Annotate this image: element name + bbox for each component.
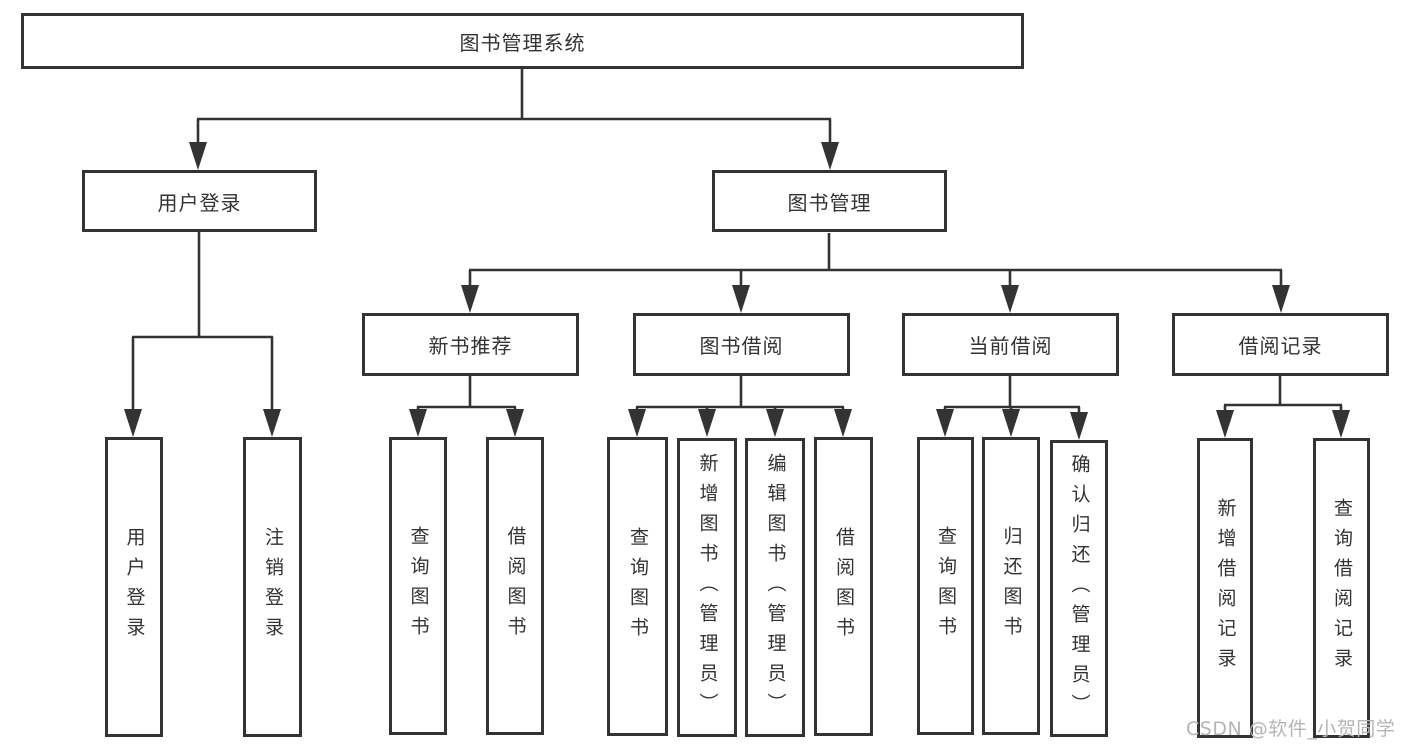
- leaf-query-borrow-record: 查询借阅记录: [1313, 438, 1370, 738]
- arrowhead-icon: [409, 409, 427, 437]
- arrowhead-icon: [506, 409, 524, 437]
- arrowhead-icon: [698, 409, 716, 437]
- leaf-return-book: 归还图书: [982, 437, 1040, 735]
- arrowhead-icon: [124, 409, 142, 437]
- leaf-add-borrow-record-label: 新增借阅记录: [1214, 498, 1237, 678]
- leaf-logout-label: 注销登录: [262, 527, 284, 647]
- node-current-borrow: 当前借阅: [902, 313, 1119, 376]
- node-borrow-records-label: 借阅记录: [1238, 334, 1323, 358]
- arrowhead-icon: [189, 142, 207, 170]
- node-user-login: 用户登录: [82, 170, 317, 232]
- arrowhead-icon: [1216, 410, 1234, 438]
- arrowhead-icon: [732, 285, 750, 313]
- arrowhead-icon: [1332, 410, 1350, 438]
- leaf-borrow-books-recommend: 借阅图书: [486, 437, 544, 735]
- arrowhead-icon: [821, 142, 839, 170]
- leaf-edit-book-admin-label: 编辑图书（管理员）: [764, 452, 787, 723]
- node-book-management-label: 图书管理: [787, 190, 872, 215]
- arrowhead-icon: [628, 409, 646, 437]
- node-book-management: 图书管理: [712, 170, 947, 232]
- arrowhead-icon: [1272, 285, 1290, 313]
- leaf-borrow-books-recommend-label: 借阅图书: [504, 526, 527, 646]
- node-root: 图书管理系统: [21, 13, 1024, 69]
- node-user-login-label: 用户登录: [157, 190, 242, 215]
- node-book-borrow-label: 图书借阅: [699, 334, 784, 358]
- arrowhead-icon: [1002, 409, 1020, 437]
- arrowhead-icon: [1070, 412, 1088, 440]
- leaf-query-books-current: 查询图书: [917, 437, 974, 735]
- arrowhead-icon: [834, 409, 852, 437]
- node-root-label: 图书管理系统: [459, 30, 586, 55]
- leaf-borrow-books-borrow-label: 借阅图书: [833, 526, 855, 647]
- node-current-borrow-label: 当前借阅: [968, 334, 1053, 358]
- leaf-logout: 注销登录: [243, 437, 302, 737]
- leaf-query-books-current-label: 查询图书: [935, 526, 957, 646]
- arrowhead-icon: [461, 285, 479, 313]
- leaf-add-book-admin: 新增图书（管理员）: [677, 438, 737, 737]
- leaf-add-borrow-record: 新增借阅记录: [1197, 438, 1253, 738]
- leaf-add-book-admin-label: 新增图书（管理员）: [696, 452, 719, 723]
- leaf-borrow-books-borrow: 借阅图书: [814, 437, 873, 736]
- leaf-query-books-recommend-label: 查询图书: [407, 526, 430, 646]
- arrowhead-icon: [263, 409, 281, 437]
- leaf-user-login: 用户登录: [105, 437, 163, 737]
- node-borrow-records: 借阅记录: [1172, 313, 1389, 376]
- leaf-query-books-borrow-label: 查询图书: [627, 526, 649, 647]
- leaf-query-books-recommend: 查询图书: [389, 437, 447, 735]
- leaf-query-books-borrow: 查询图书: [607, 437, 668, 736]
- leaf-edit-book-admin: 编辑图书（管理员）: [745, 438, 805, 737]
- leaf-user-login-label: 用户登录: [123, 527, 146, 647]
- arrowhead-icon: [936, 409, 954, 437]
- arrowhead-icon: [1001, 285, 1019, 313]
- arrowhead-icon: [766, 409, 784, 437]
- watermark: CSDN @软件_小贺同学: [1186, 718, 1396, 740]
- leaf-confirm-return-admin-label: 确认归还（管理员）: [1068, 453, 1091, 724]
- leaf-confirm-return-admin: 确认归还（管理员）: [1050, 440, 1108, 737]
- leaf-query-borrow-record-label: 查询借阅记录: [1331, 498, 1353, 678]
- node-book-borrow: 图书借阅: [633, 313, 850, 376]
- node-new-book-recommend: 新书推荐: [362, 313, 579, 376]
- leaf-return-book-label: 归还图书: [1000, 526, 1023, 646]
- node-new-book-recommend-label: 新书推荐: [428, 334, 513, 358]
